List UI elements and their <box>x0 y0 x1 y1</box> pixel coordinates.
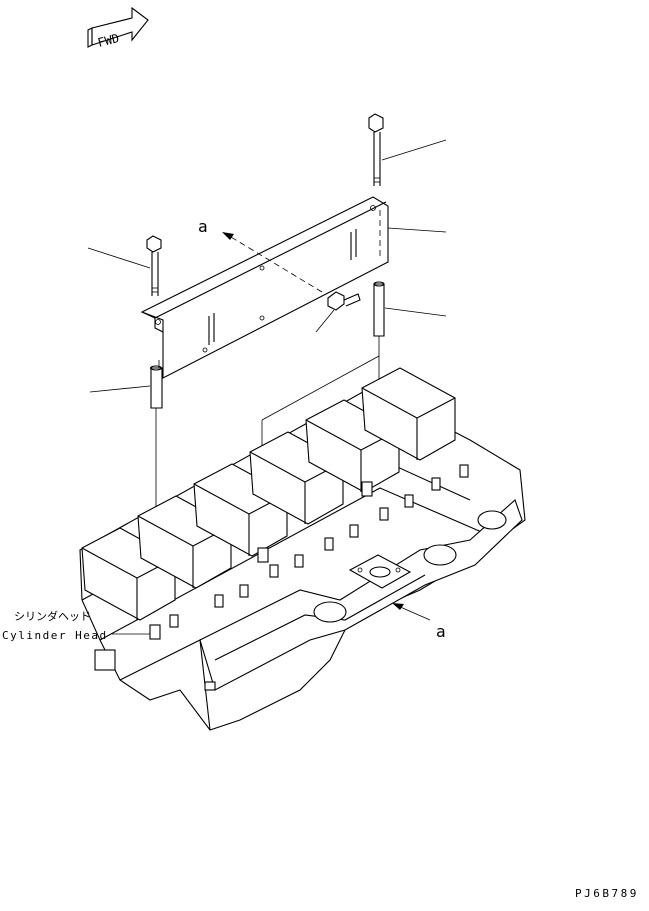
view-marker-top: a <box>198 217 208 236</box>
bolt-right <box>368 113 384 186</box>
drawing-number: PJ6B789 <box>575 887 639 900</box>
spacer-right <box>373 281 385 337</box>
bolt-left <box>146 235 162 296</box>
mounting-flange <box>348 554 412 589</box>
cylinder-head-label-jp: シリンダヘッド <box>14 609 91 623</box>
exhaust-manifold <box>199 499 523 691</box>
fwd-label: FWD <box>96 31 120 50</box>
leader-line <box>87 247 151 269</box>
spacer-left <box>149 365 163 409</box>
stud-details <box>94 464 469 691</box>
bracket-plate <box>140 196 389 379</box>
leader-line <box>89 385 151 393</box>
leader-line <box>384 307 447 317</box>
fwd-arrow-icon: FWD <box>87 6 149 50</box>
leader-line <box>397 605 431 621</box>
view-marker-bottom: a <box>436 622 446 641</box>
leader-line <box>387 227 447 233</box>
cylinder-head-label-en: Cylinder Head <box>2 629 108 642</box>
cylinder-head-assembly <box>79 367 526 731</box>
rocker-cover-6 <box>361 367 456 461</box>
leader-line <box>381 139 447 161</box>
bolt-small <box>327 291 361 311</box>
leader-line <box>315 309 335 333</box>
